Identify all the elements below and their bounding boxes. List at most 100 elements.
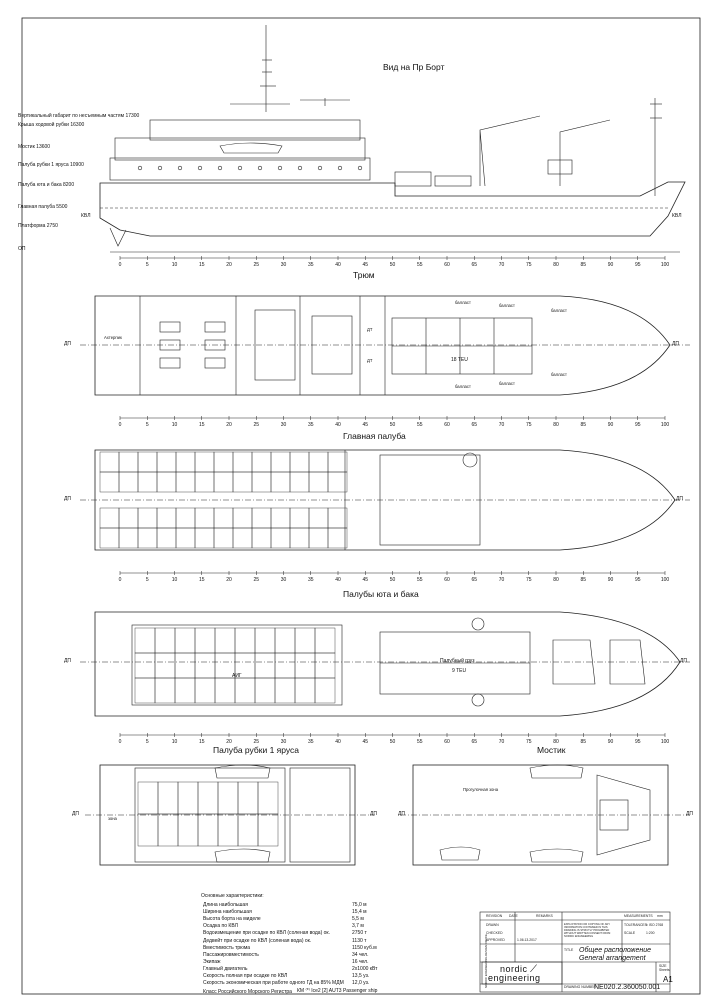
cabin-cell <box>294 677 316 704</box>
frame-tick-label: 100 <box>661 577 670 583</box>
cabin-cell <box>134 627 156 654</box>
dp-mark: ДП <box>398 811 405 817</box>
cabin-cell <box>137 813 159 847</box>
cabin-cell <box>254 677 276 704</box>
hold-dt-label: ДТ <box>367 327 373 332</box>
dp-mark: ДП <box>686 811 693 817</box>
spec-key: Дедвейт при осадке по КВЛ (соленая вода)… <box>203 937 312 944</box>
cabin-cell <box>99 451 120 473</box>
spec-key: Экипаж <box>203 958 221 965</box>
hold-ballast-label: балласт <box>455 300 471 305</box>
spec-key: Ширина наибольшая <box>203 909 252 916</box>
cabin-cell <box>214 677 236 704</box>
cabin-cell <box>327 527 348 549</box>
poop-deck-title: Палубы юта и бака <box>343 589 419 599</box>
cabin-cell <box>154 652 176 679</box>
cabin-cell <box>157 813 179 847</box>
frame-tick-label: 0 <box>119 262 122 268</box>
hold-ballast-label: балласт <box>455 384 471 389</box>
frame-tick-label: 55 <box>417 739 423 745</box>
cabin-cell <box>194 652 216 679</box>
frame-tick-label: 90 <box>608 262 614 268</box>
spec-value: 5,5 м <box>352 916 364 923</box>
frame-tick-label: 5 <box>146 577 149 583</box>
cabin-cell <box>308 507 329 529</box>
bridge-plan <box>400 764 690 866</box>
tb-drawn: DRAWN <box>486 923 499 927</box>
cabin-cell <box>177 781 199 815</box>
frame-tick-label: 75 <box>526 739 532 745</box>
frame-tick-label: 30 <box>281 422 287 428</box>
tb-scale-value: 1:200 <box>646 931 655 935</box>
frame-tick-label: 50 <box>390 577 396 583</box>
frame-tick-label: 15 <box>199 739 205 745</box>
frame-tick-label: 15 <box>199 262 205 268</box>
tb-confidential: EXPLOITATION OR COPYING OF ANY INFORMATI… <box>564 923 611 938</box>
frame-tick-label: 25 <box>253 739 259 745</box>
frame-tick-label: 0 <box>119 739 122 745</box>
cabin-cell <box>99 527 120 549</box>
spec-value: 16 чел. <box>352 958 369 965</box>
level-label: Крыша ходовой рубки 16300 <box>18 122 85 128</box>
frame-tick-label: 55 <box>417 262 423 268</box>
cabin-cell <box>308 527 329 549</box>
main-deck-title: Главная палуба <box>343 431 406 441</box>
hold-dt-label: ДТ <box>367 358 373 363</box>
cabin-cell <box>217 813 239 847</box>
cabin-cell <box>237 813 259 847</box>
frame-tick-label: 10 <box>172 422 178 428</box>
cabin-cell <box>99 507 120 529</box>
tb-title-label: TITLE <box>564 948 574 952</box>
frame-tick-label: 90 <box>608 422 614 428</box>
cabin-cell <box>194 677 216 704</box>
frame-tick-label: 30 <box>281 262 287 268</box>
hold-ballast-label: балласт <box>499 303 515 308</box>
side-strip-text: NORDIC ENGINEERING DESIGN OFFICE <box>484 934 488 988</box>
spec-value: 2750 т <box>352 930 367 937</box>
cabin-cell <box>137 527 158 549</box>
cabin-cell <box>274 677 296 704</box>
cabin-cell <box>175 527 196 549</box>
cabin-cell <box>156 451 177 473</box>
frame-tick-label: 20 <box>226 422 232 428</box>
cabin-cell <box>137 471 158 493</box>
frame-tick-label: 20 <box>226 739 232 745</box>
cabin-cell <box>270 527 291 549</box>
cabin-cell <box>157 781 179 815</box>
cabin-cell <box>213 451 234 473</box>
frame-tick-label: 85 <box>580 577 586 583</box>
frame-tick-label: 90 <box>608 739 614 745</box>
frame-tick-label: 55 <box>417 577 423 583</box>
cabin-cell <box>137 507 158 529</box>
frame-tick-label: 35 <box>308 422 314 428</box>
cabin-cell <box>270 451 291 473</box>
frame-tick-label: 75 <box>526 577 532 583</box>
frame-tick-label: 35 <box>308 262 314 268</box>
spec-value: 12,0 уз. <box>352 980 370 987</box>
frame-tick-label: 95 <box>635 422 641 428</box>
cabin-cell <box>274 627 296 654</box>
cabin-cell <box>251 471 272 493</box>
dp-mark: ДП <box>676 496 683 502</box>
frame-tick-label: 90 <box>608 577 614 583</box>
tier1-deck-plan <box>85 764 375 866</box>
frame-tick-label: 80 <box>553 262 559 268</box>
spec-value: 34 чел. <box>352 951 369 958</box>
cabin-cell <box>308 451 329 473</box>
company-logo-icon: ⟋ <box>530 964 537 975</box>
hold-title: Трюм <box>353 270 375 280</box>
frame-tick-label: 5 <box>146 262 149 268</box>
cabin-cell <box>232 507 253 529</box>
tb-size-label: SIZE <box>659 964 667 968</box>
spec-value: 3,7 м <box>352 923 364 930</box>
frame-tick-label: 40 <box>335 422 341 428</box>
tb-date-value: 1.06.13.2017 <box>517 938 537 942</box>
frame-tick-label: 95 <box>635 577 641 583</box>
frame-tick-label: 55 <box>417 422 423 428</box>
tb-revision: REVISION <box>486 914 503 918</box>
cabin-cell <box>232 451 253 473</box>
class-label: Класс Российского Морского Регистра <box>203 989 292 995</box>
cabin-cell <box>274 652 296 679</box>
cabin-cell <box>294 652 316 679</box>
